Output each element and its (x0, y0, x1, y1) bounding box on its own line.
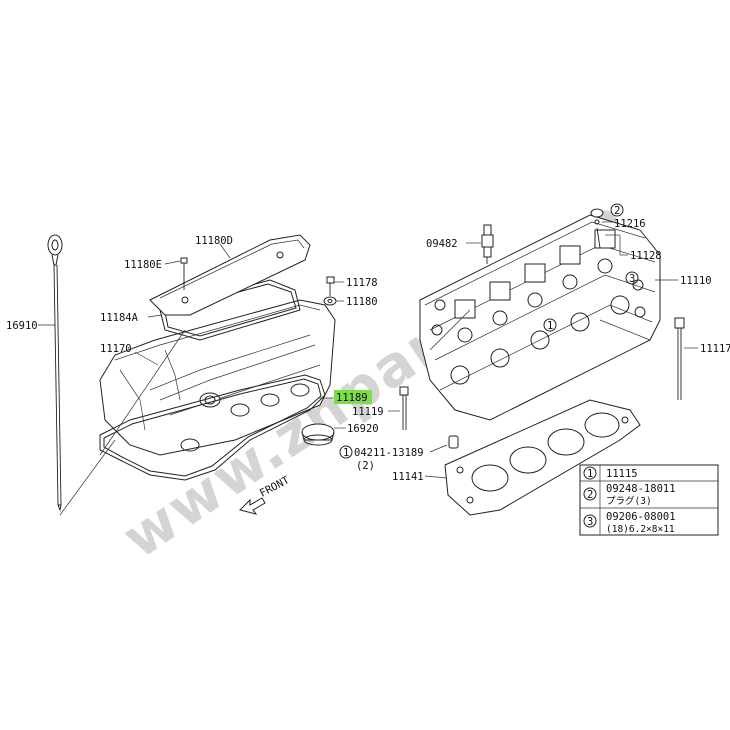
spark-plug-tube-gasket (159, 279, 301, 341)
label-04211: 04211-13189 (354, 447, 424, 459)
head-bolt-11117 (674, 317, 685, 400)
callout-1-pin: 1 (343, 447, 349, 459)
callout-1-circle-head (543, 318, 557, 332)
legend-row3-num: 3 (587, 516, 593, 528)
legend-row2-text2: プラグ(3) (606, 495, 652, 507)
label-11128: 11128 (630, 250, 662, 262)
legend-table (579, 464, 719, 536)
head-gasket (444, 399, 641, 516)
label-11216: 11216 (614, 218, 646, 230)
callout-2-circle (610, 203, 624, 217)
legend-row3-text2: (18)6.2×8×11 (606, 524, 675, 535)
callout-2: 2 (614, 205, 620, 217)
valve-cover-gasket (99, 374, 326, 481)
bolt-11180e (180, 257, 188, 290)
label-04211-qty: (2) (356, 460, 375, 472)
callout-3-head: 3 (629, 273, 635, 285)
label-11110: 11110 (680, 275, 712, 287)
legend-row1-num: 1 (587, 468, 593, 480)
bolt-11178 (326, 276, 335, 296)
label-11189-highlight (334, 390, 372, 404)
front-arrow (239, 497, 266, 515)
legend-row1-text: 11115 (606, 468, 638, 480)
label-11170: 11170 (100, 343, 132, 355)
callout-3-circle-head (625, 271, 639, 285)
legend-row2-text1: 09248-18011 (606, 483, 676, 495)
label-11117: 11117 (700, 343, 730, 355)
label-11119: 11119 (352, 406, 384, 418)
spark-plug (481, 224, 494, 264)
legend-row2-circle (583, 487, 597, 501)
cylinder-head (419, 214, 661, 421)
dowel-pin (448, 435, 459, 449)
callout-1-head: 1 (547, 320, 553, 332)
callout-1-circle-pin (339, 445, 353, 459)
label-11178: 11178 (346, 277, 378, 289)
oil-filler-cap (301, 423, 335, 446)
dipstick (47, 234, 63, 512)
label-11141: 11141 (392, 471, 424, 483)
label-11189: 11189 (336, 392, 368, 404)
label-11180e: 11180E (124, 259, 162, 271)
label-11180: 11180 (346, 296, 378, 308)
label-11184a: 11184A (100, 312, 139, 324)
plug-parts (590, 208, 604, 249)
washer-11180 (323, 296, 337, 306)
legend-row1-circle (583, 466, 597, 480)
legend-row3-text1: 09206-08001 (606, 511, 676, 523)
legend-row3-circle (583, 514, 597, 528)
label-09482: 09482 (426, 238, 458, 250)
bolt-11119 (399, 386, 409, 430)
legend-row2-num: 2 (587, 489, 593, 501)
label-11180d: 11180D (195, 235, 233, 247)
engine-cover (149, 234, 311, 316)
label-16910: 16910 (6, 320, 38, 332)
label-16920: 16920 (347, 423, 379, 435)
